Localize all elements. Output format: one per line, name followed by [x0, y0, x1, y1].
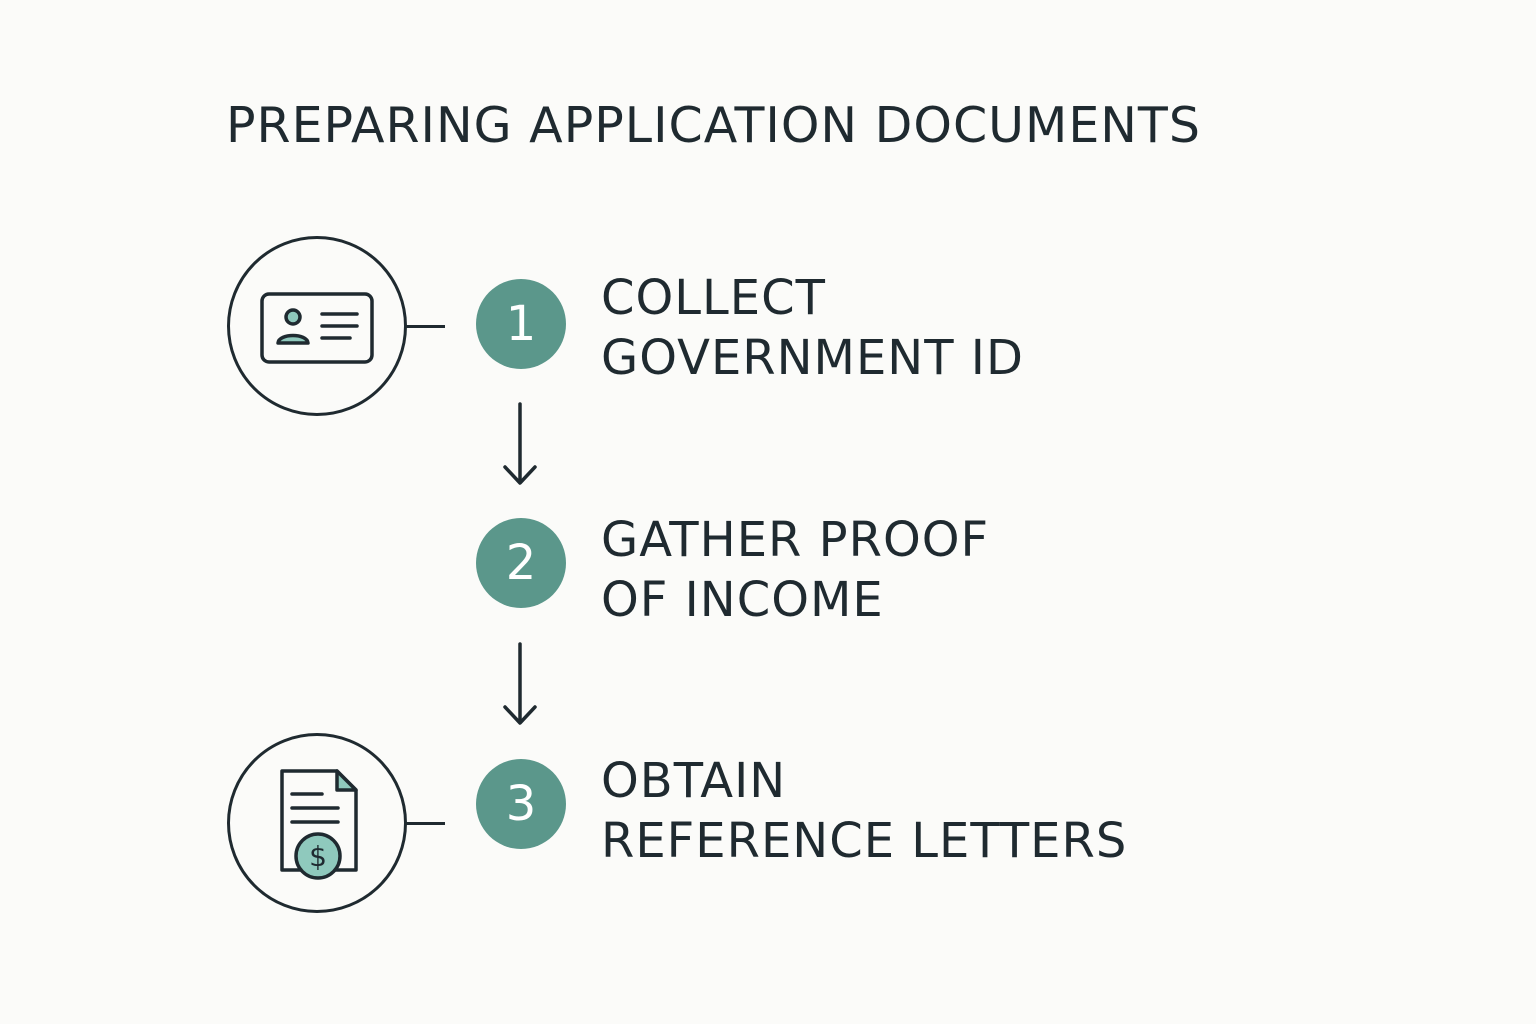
- arrow-down-icon: [503, 402, 537, 485]
- step-2-label-line-2: OF INCOME: [601, 572, 884, 628]
- step-3-badge: 3: [476, 759, 566, 849]
- step-1-label: COLLECT GOVERNMENT ID: [601, 268, 1024, 388]
- document-dollar-icon: $: [280, 769, 358, 880]
- id-card-icon: [260, 292, 374, 364]
- step-3-label: OBTAIN REFERENCE LETTERS: [601, 751, 1127, 871]
- step-1-label-line-1: COLLECT: [601, 270, 826, 326]
- arrow-down-icon: [503, 642, 537, 725]
- step-2-badge: 2: [476, 518, 566, 608]
- step-1-connector: [405, 325, 445, 328]
- step-3-label-line-2: REFERENCE LETTERS: [601, 813, 1128, 869]
- step-2-label-line-1: GATHER PROOF: [601, 512, 990, 568]
- step-2-label: GATHER PROOF OF INCOME: [601, 510, 989, 630]
- step-1-badge: 1: [476, 279, 566, 369]
- step-3-label-line-1: OBTAIN: [601, 753, 787, 809]
- dollar-symbol: $: [309, 840, 327, 873]
- step-3-connector: [405, 822, 445, 825]
- page-title: PREPARING APPLICATION DOCUMENTS: [226, 97, 1201, 154]
- step-1-label-line-2: GOVERNMENT ID: [601, 330, 1024, 386]
